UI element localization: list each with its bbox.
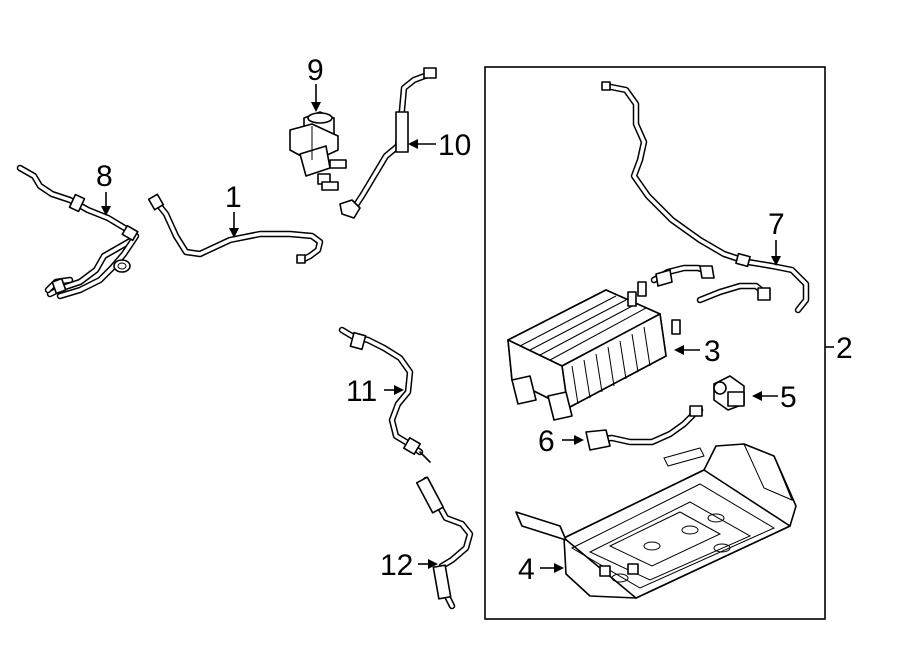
arrowhead-4 xyxy=(554,563,564,573)
callout-6: 6 xyxy=(538,425,555,458)
part-10-hose xyxy=(339,67,437,219)
arrowhead-8 xyxy=(101,206,111,216)
part-11-hose xyxy=(338,326,431,463)
arrowhead-5 xyxy=(752,391,762,401)
callout-9: 9 xyxy=(307,54,324,87)
callout-7: 7 xyxy=(768,208,785,241)
part-5-sensor xyxy=(713,375,745,411)
callout-4: 4 xyxy=(518,553,535,586)
arrowhead-6 xyxy=(574,435,584,445)
arrowhead-12 xyxy=(428,559,438,569)
part-3-canister xyxy=(507,281,681,421)
assembly-box xyxy=(484,66,826,620)
callout-8: 8 xyxy=(96,160,113,193)
callout-1: 1 xyxy=(225,181,242,214)
callout-3: 3 xyxy=(704,335,721,368)
part-4-shield xyxy=(515,443,797,599)
part-6-hose xyxy=(585,405,704,451)
callout-2: 2 xyxy=(836,332,853,365)
callout-12: 12 xyxy=(380,549,413,582)
callout-10: 10 xyxy=(438,129,471,162)
part-1-tube xyxy=(147,193,324,264)
arrowhead-3 xyxy=(674,345,684,355)
arrowhead-7 xyxy=(771,256,781,266)
arrowhead-11 xyxy=(394,385,404,395)
arrowhead-1 xyxy=(229,228,239,238)
arrowhead-10 xyxy=(408,139,418,149)
part-12-hose xyxy=(415,476,474,610)
part-9-purge-valve xyxy=(289,111,347,191)
part-7-vapor-hose xyxy=(601,81,810,314)
callout-5: 5 xyxy=(780,381,797,414)
part-8-hose-assembly xyxy=(16,164,140,300)
arrowhead-9 xyxy=(311,102,321,112)
callout-11: 11 xyxy=(346,375,377,408)
